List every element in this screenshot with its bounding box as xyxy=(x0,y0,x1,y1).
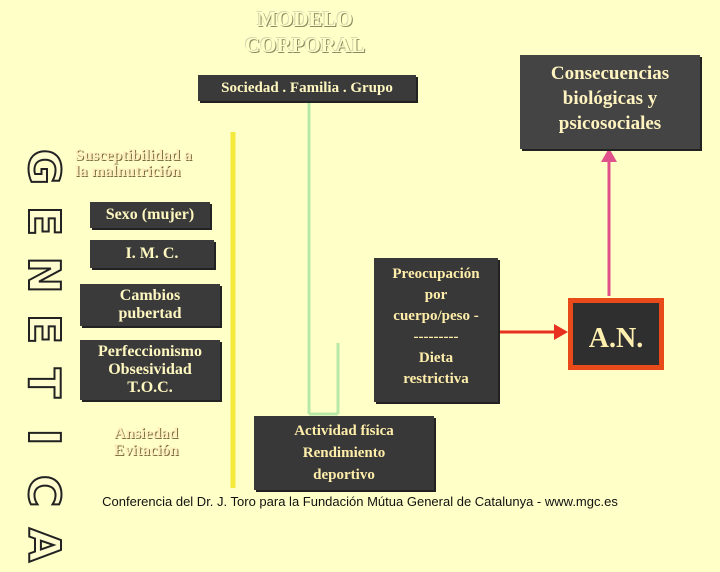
genetica-letter: T xyxy=(17,367,70,399)
imc-box: I. M. C. xyxy=(90,240,214,268)
actividad-box: Actividad física Rendimiento deportivo xyxy=(254,416,434,490)
ansiedad-line-1: Ansiedad xyxy=(113,425,179,442)
connector-lines xyxy=(230,103,617,488)
genetica-letter: A xyxy=(17,527,70,563)
preocupacion-line-6: restrictiva xyxy=(403,371,469,387)
cambios-line-1: Cambios xyxy=(119,287,181,304)
preocupacion-box: Preocupación por cuerpo/peso - ---------… xyxy=(374,258,498,402)
diagram-title: MODELO CORPORAL xyxy=(244,7,366,57)
actividad-line-1: Actividad física xyxy=(294,423,394,439)
actividad-line-2: Rendimiento xyxy=(302,445,386,461)
sexo-box: Sexo (mujer) xyxy=(90,202,210,228)
consecuencias-line-3: psicosociales xyxy=(558,113,662,134)
perfeccionismo-line-1: Perfeccionismo xyxy=(98,343,202,360)
ansiedad-line-2: Evitación xyxy=(113,442,179,459)
perfeccionismo-line-3: T.O.C. xyxy=(127,379,173,396)
cambios-pubertad-box: Cambios pubertad xyxy=(80,284,220,326)
actividad-line-3: deportivo xyxy=(313,467,375,483)
preocupacion-line-5: Dieta xyxy=(418,350,454,366)
footer-credit: Conferencia del Dr. J. Toro para la Fund… xyxy=(102,494,618,509)
consecuencias-line-1: Consecuencias xyxy=(550,63,670,84)
preocupacion-line-2: por xyxy=(424,287,448,303)
consecuencias-box: Consecuencias biológicas y psicosociales xyxy=(520,55,700,149)
sociedad-familia-grupo-box: Sociedad . Familia . Grupo xyxy=(198,75,416,101)
genetica-letter: E xyxy=(17,313,70,345)
preocupacion-line-3: cuerpo/peso - xyxy=(393,308,479,324)
susceptibilidad-line-1: Susceptibilidad a xyxy=(75,147,192,164)
an-box: A.N. xyxy=(568,298,664,370)
perfeccionismo-box: Perfeccionismo Obsesividad T.O.C. xyxy=(80,340,220,400)
susceptibilidad-label: Susceptibilidad a la malnutrición xyxy=(75,148,192,180)
susceptibilidad-line-2: la malnutrición xyxy=(75,163,181,180)
cambios-line-2: pubertad xyxy=(118,305,182,322)
perfeccionismo-line-2: Obsesividad xyxy=(108,361,192,378)
genetica-letter: E xyxy=(17,205,70,237)
preocupacion-line-4: --------- xyxy=(413,329,459,345)
ansiedad-label: Ansiedad Evitación xyxy=(108,425,184,459)
red-arrow-head xyxy=(554,324,568,340)
genetica-letter: G xyxy=(17,148,70,186)
genetica-letter: N xyxy=(17,256,70,295)
genetica-letter: I xyxy=(17,428,70,446)
preocupacion-line-1: Preocupación xyxy=(392,266,480,282)
pink-arrow-head xyxy=(601,148,617,162)
consecuencias-line-2: biológicas y xyxy=(562,88,658,109)
